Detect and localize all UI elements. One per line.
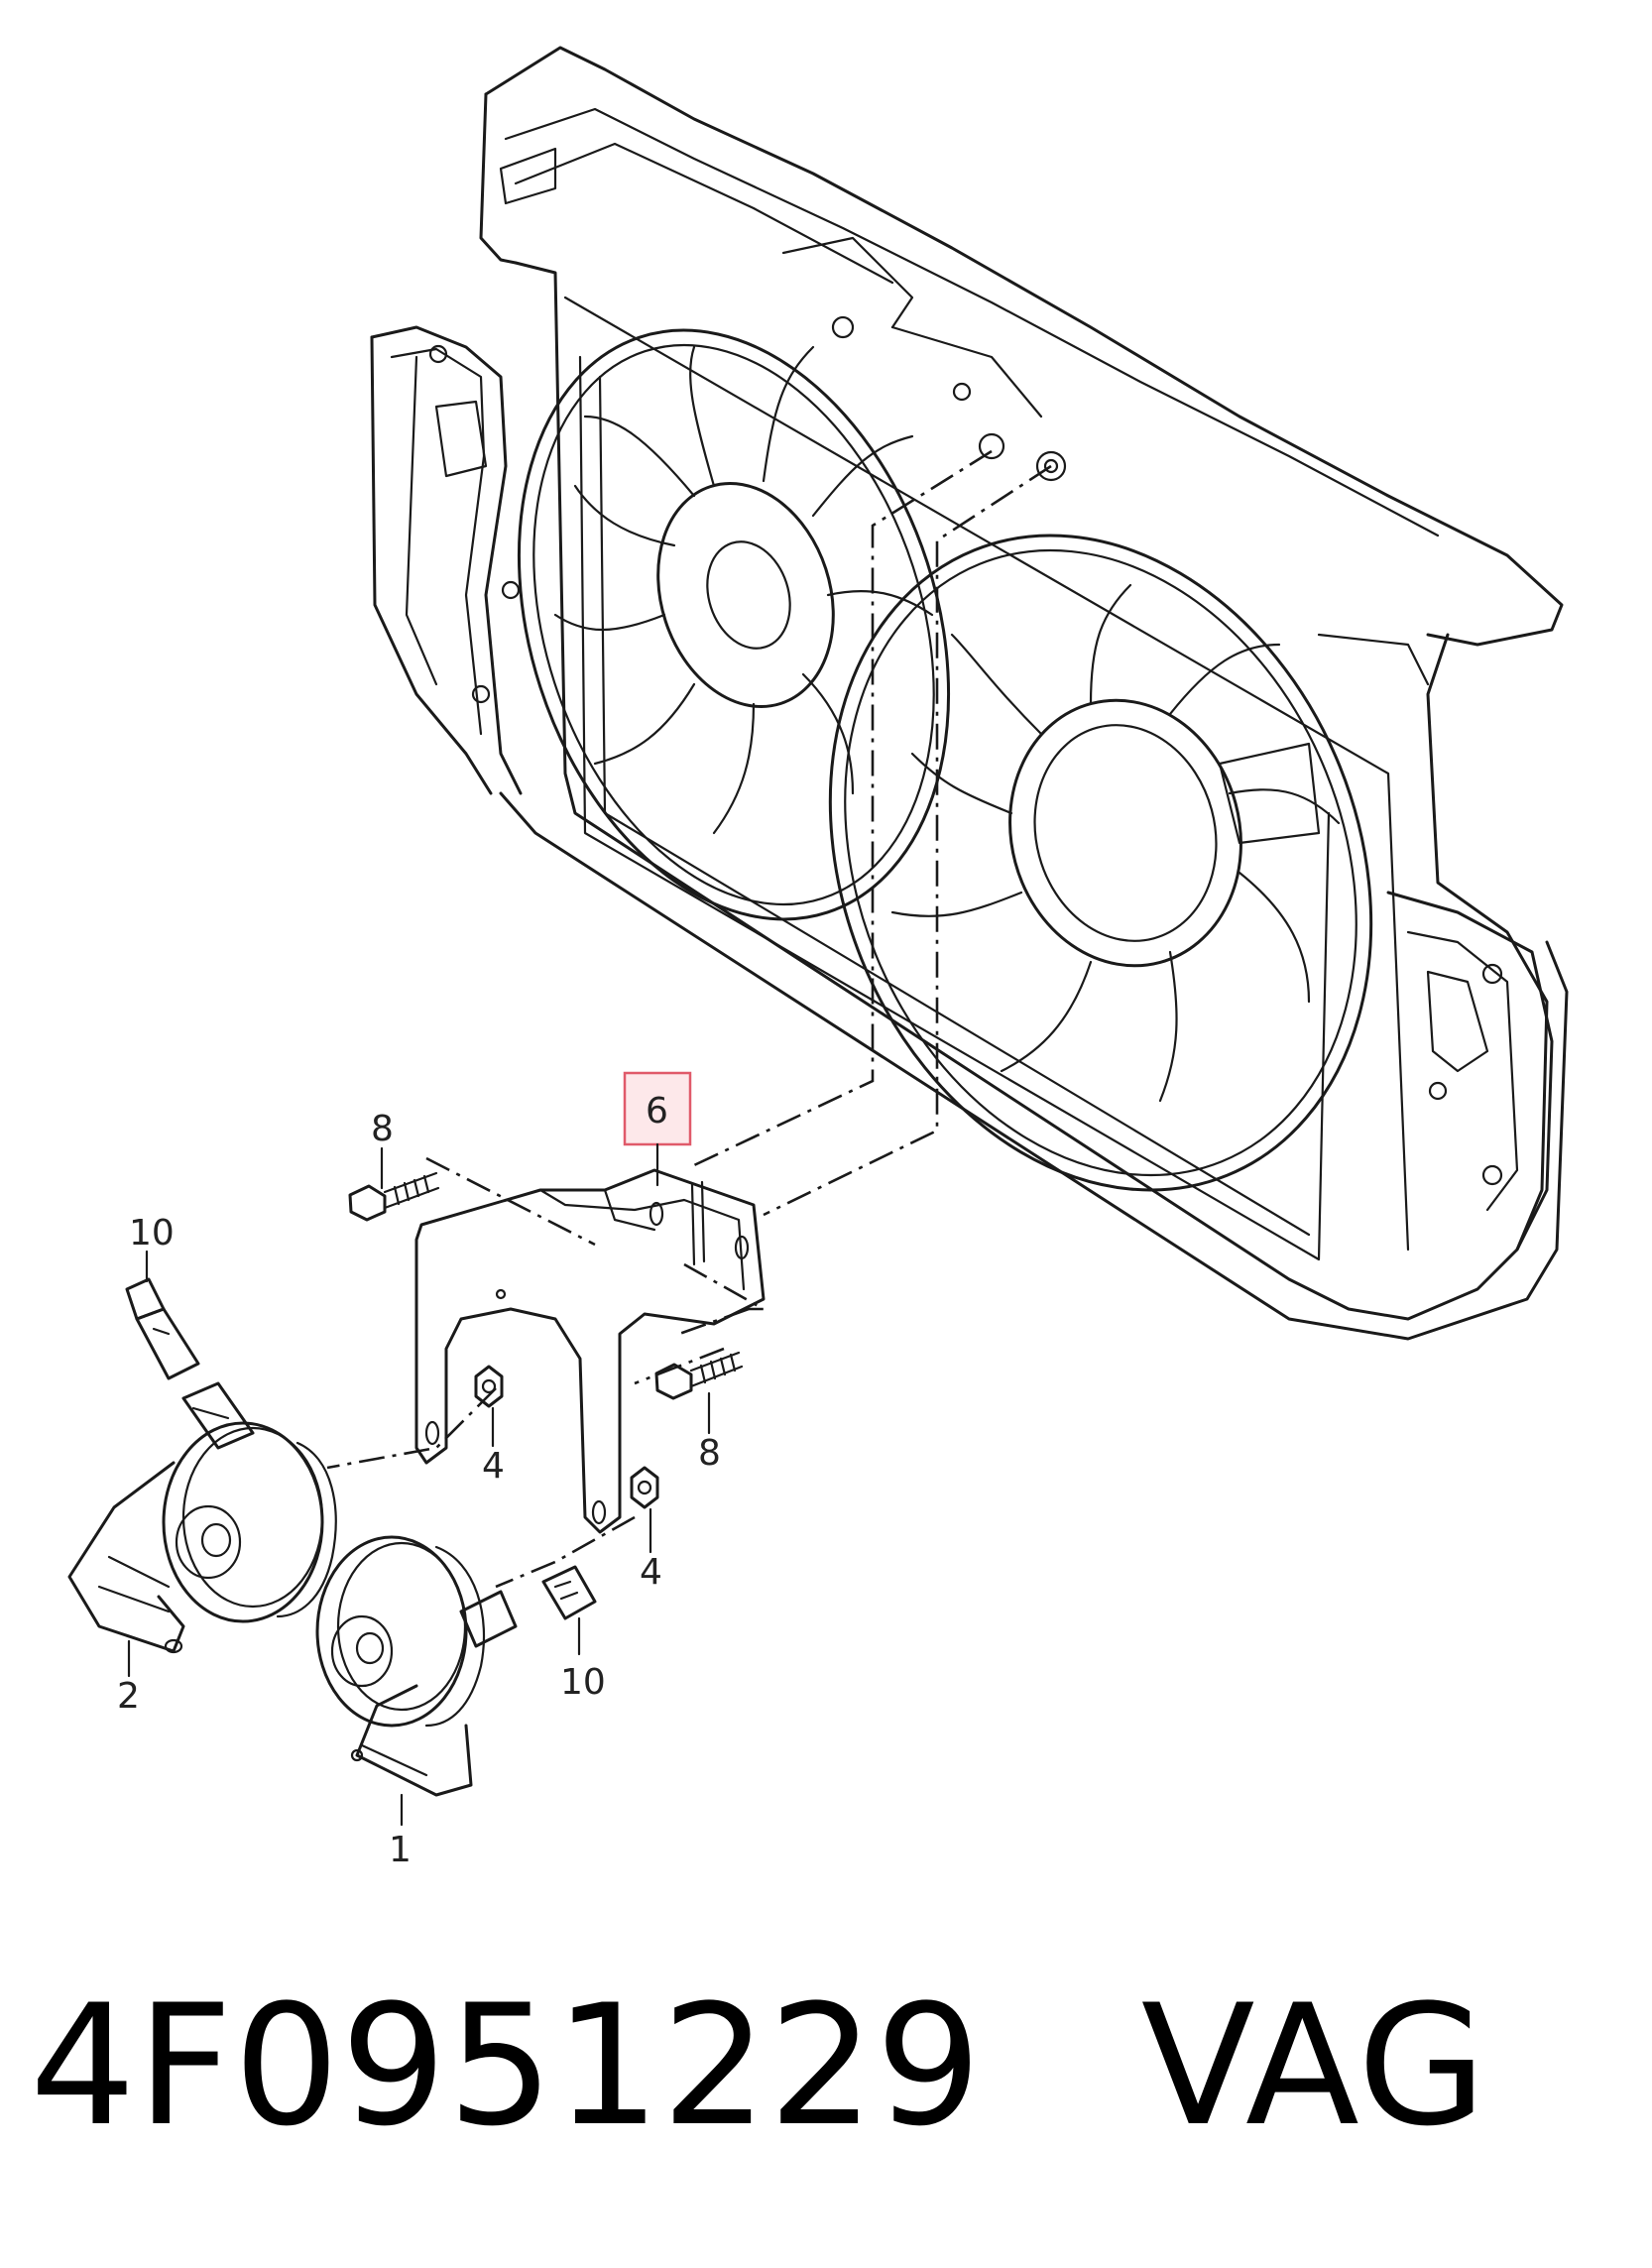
callout-4-lower: 4	[640, 1552, 662, 1593]
horn-bracket	[414, 1168, 766, 1534]
brand-name: VAG	[1140, 1969, 1488, 2163]
nut-upper	[474, 1365, 504, 1408]
callout-4-upper: 4	[482, 1446, 505, 1487]
callout-8-lower: 8	[698, 1433, 721, 1474]
fan-shroud-assembly	[370, 46, 1569, 1341]
part-number: 4F0951229	[30, 1969, 983, 2163]
callout-8-upper: 8	[371, 1109, 394, 1149]
bolt-upper	[348, 1171, 440, 1222]
nut-lower	[630, 1466, 659, 1509]
callout-10-lower: 10	[560, 1662, 606, 1703]
callouts: 8 10 6 8 4 4 10 2 1	[117, 1071, 721, 1870]
part-caption: 4F0951229 VAG	[30, 1969, 1487, 2163]
left-fan	[517, 328, 951, 921]
bolt-lower	[654, 1351, 744, 1400]
horn-left	[67, 1277, 337, 1654]
callout-10-upper: 10	[129, 1213, 175, 1253]
callout-2: 2	[117, 1676, 140, 1717]
right-fan	[828, 534, 1373, 1192]
horn-right	[315, 1535, 597, 1797]
callout-6: 6	[646, 1091, 668, 1132]
callout-1: 1	[389, 1830, 412, 1870]
